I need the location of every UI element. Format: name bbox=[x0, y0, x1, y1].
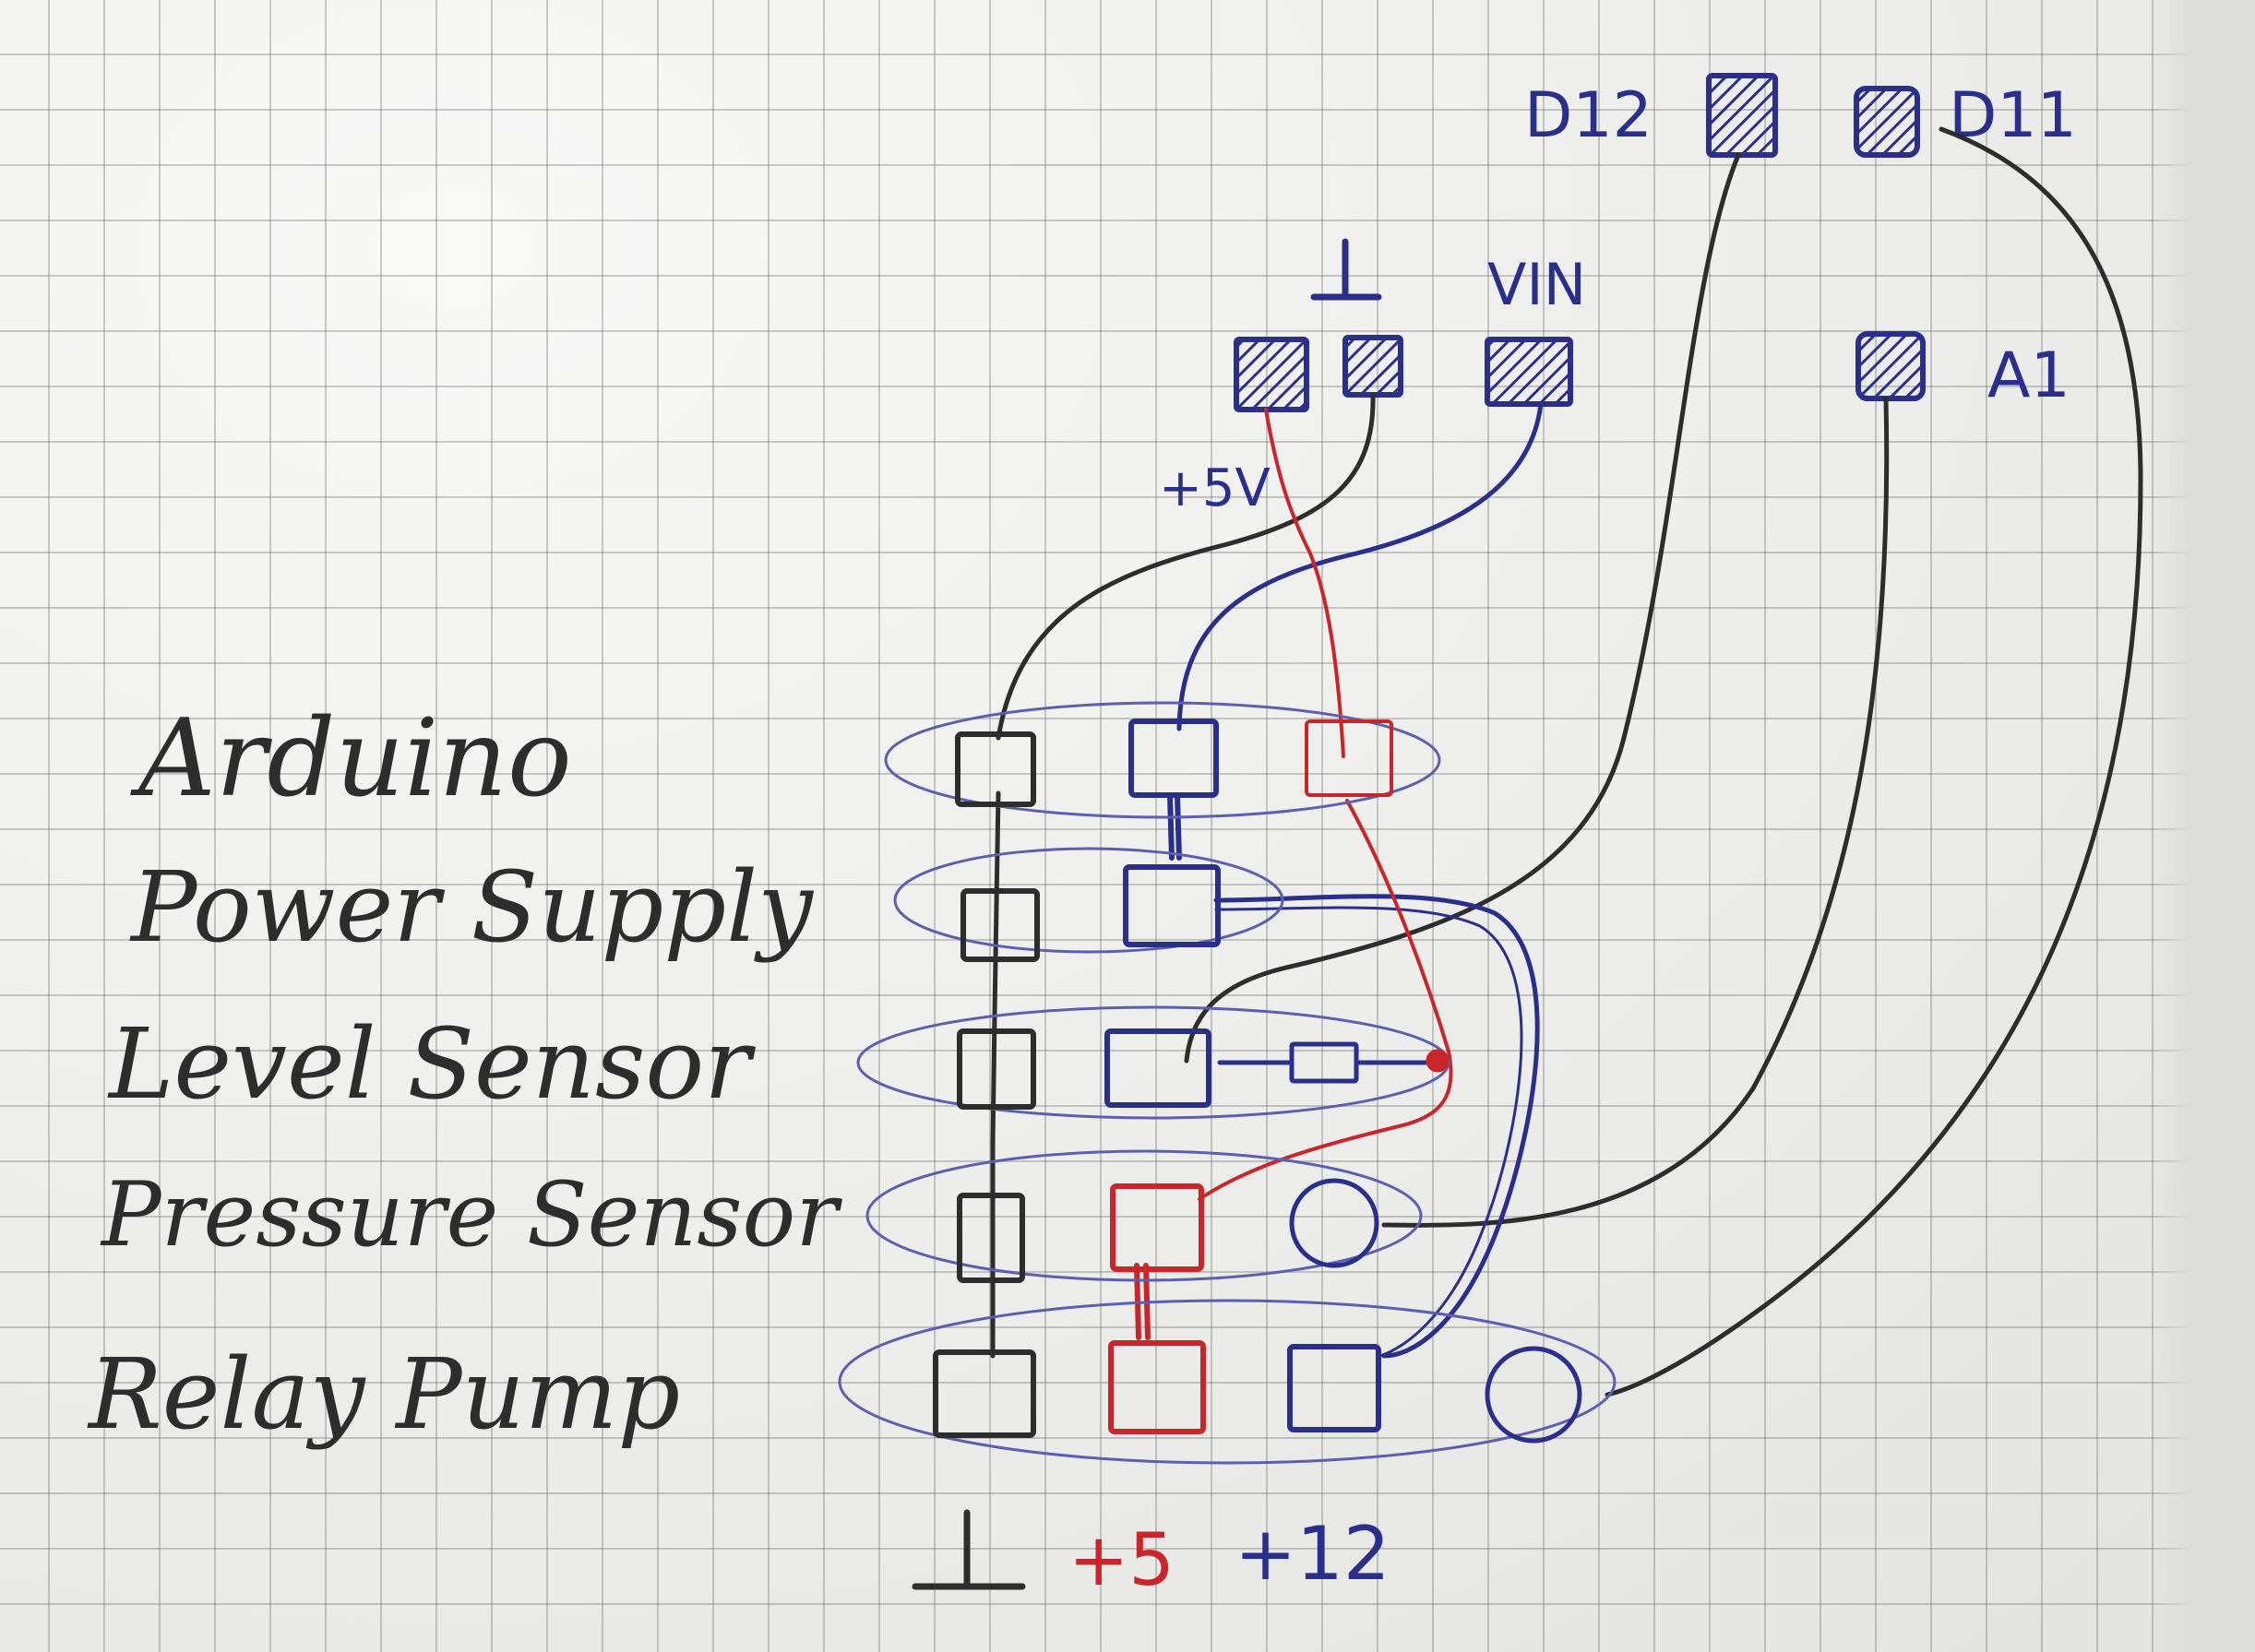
arduino-5v-terminal bbox=[1305, 719, 1393, 797]
ground-symbol-icon bbox=[912, 1509, 1026, 1590]
label-rail-plus12: +12 bbox=[1235, 1511, 1390, 1597]
wire-5v-sensors bbox=[1198, 799, 1453, 1201]
group-pressure-sensor bbox=[865, 1149, 1423, 1282]
level-gnd-terminal bbox=[957, 1028, 1036, 1110]
pin-gnd bbox=[1342, 335, 1403, 398]
group-relay-pump bbox=[838, 1299, 1617, 1465]
rail-labels: +5 +12 bbox=[912, 1509, 1390, 1602]
pin-5v bbox=[1234, 337, 1309, 412]
label-relay-pump: Relay Pump bbox=[87, 1337, 680, 1451]
wire-gnd bbox=[996, 392, 1376, 741]
ground-bus bbox=[990, 790, 1001, 1359]
label-vin: VIN bbox=[1487, 251, 1586, 318]
module-labels: Arduino Power Supply Level Sensor Pressu… bbox=[87, 696, 842, 1451]
wire-d12 bbox=[1184, 152, 1741, 1064]
wire-12v-pump-trace bbox=[1214, 906, 1523, 1358]
label-d12: D12 bbox=[1524, 79, 1652, 152]
wire-5v bbox=[1264, 408, 1345, 758]
terminals bbox=[933, 719, 1582, 1444]
wire-d11 bbox=[1605, 126, 2143, 1397]
label-power-supply: Power Supply bbox=[129, 850, 814, 964]
pin-a1 bbox=[1855, 331, 1926, 401]
ground-symbol-icon bbox=[1310, 238, 1382, 301]
arduino-12v-terminal bbox=[1128, 719, 1219, 798]
wires bbox=[990, 126, 2143, 1397]
pressure-5v-terminal bbox=[1110, 1183, 1204, 1272]
relay-gnd-terminal bbox=[933, 1349, 1036, 1438]
level-5v-node bbox=[1426, 1049, 1450, 1073]
group-power-supply bbox=[893, 847, 1284, 954]
group-arduino bbox=[884, 701, 1441, 819]
level-resistor bbox=[1289, 1041, 1359, 1084]
pressure-gnd-terminal bbox=[957, 1193, 1025, 1283]
label-rail-plus5: +5 bbox=[1068, 1519, 1175, 1602]
wire-vin bbox=[1176, 401, 1544, 731]
label-arduino: Arduino bbox=[130, 696, 572, 821]
wire-a1 bbox=[1381, 396, 1890, 1228]
power-gnd-terminal bbox=[960, 888, 1040, 962]
label-plus5v: +5V bbox=[1159, 458, 1271, 518]
relay-signal-terminal bbox=[1485, 1346, 1582, 1444]
pin-d11 bbox=[1854, 86, 1920, 158]
level-signal-terminal bbox=[1104, 1028, 1211, 1108]
module-groups bbox=[838, 701, 1617, 1465]
wire-12v-pump bbox=[1213, 894, 1540, 1359]
wire-12v-link bbox=[1167, 792, 1182, 861]
relay-12v-terminal bbox=[1287, 1344, 1381, 1432]
power-12v-terminal bbox=[1123, 864, 1221, 947]
relay-5v-terminal bbox=[1108, 1340, 1206, 1434]
arduino-header: D12 D11 VIN A1 +5V bbox=[1159, 73, 2077, 518]
label-pressure-sensor: Pressure Sensor bbox=[100, 1163, 842, 1266]
label-a1: A1 bbox=[1987, 339, 2070, 412]
pin-vin bbox=[1485, 337, 1573, 407]
label-level-sensor: Level Sensor bbox=[107, 1007, 756, 1121]
arduino-gnd-terminal bbox=[955, 731, 1036, 807]
pin-d12 bbox=[1706, 73, 1778, 158]
pressure-signal-terminal bbox=[1289, 1178, 1379, 1268]
